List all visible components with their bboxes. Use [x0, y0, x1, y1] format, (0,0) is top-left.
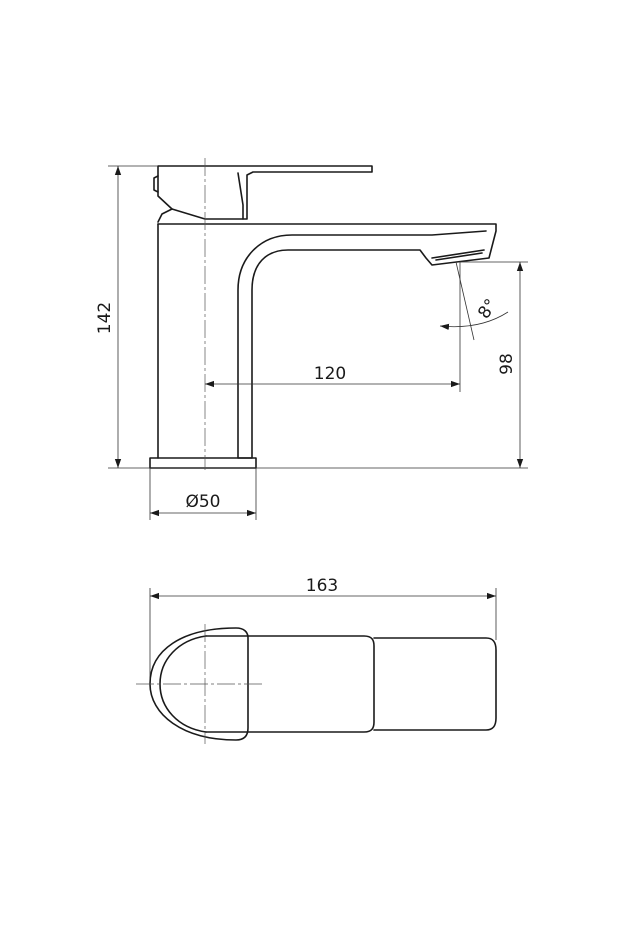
handle-knob — [153, 175, 159, 193]
angle-ray — [455, 261, 475, 341]
aerator — [431, 249, 485, 261]
handle-lever — [157, 165, 373, 220]
lever-top — [205, 635, 375, 733]
side-view: 142 98 120 8° Ø50 — [95, 158, 528, 520]
angle-label: 8° — [474, 295, 501, 322]
dim-120-label: 120 — [314, 364, 346, 384]
top-view: 163 — [136, 576, 497, 744]
spout-top — [373, 637, 497, 731]
handle-neck — [157, 208, 173, 223]
dim-142-label: 142 — [95, 302, 115, 334]
dim-163-label: 163 — [306, 576, 338, 596]
faucet-body — [157, 223, 497, 459]
dim-98-label: 98 — [497, 353, 517, 375]
angle-arc — [439, 311, 509, 331]
base-plate — [149, 457, 257, 469]
dim-50-label: Ø50 — [185, 492, 220, 512]
handle-bevel — [237, 172, 244, 220]
